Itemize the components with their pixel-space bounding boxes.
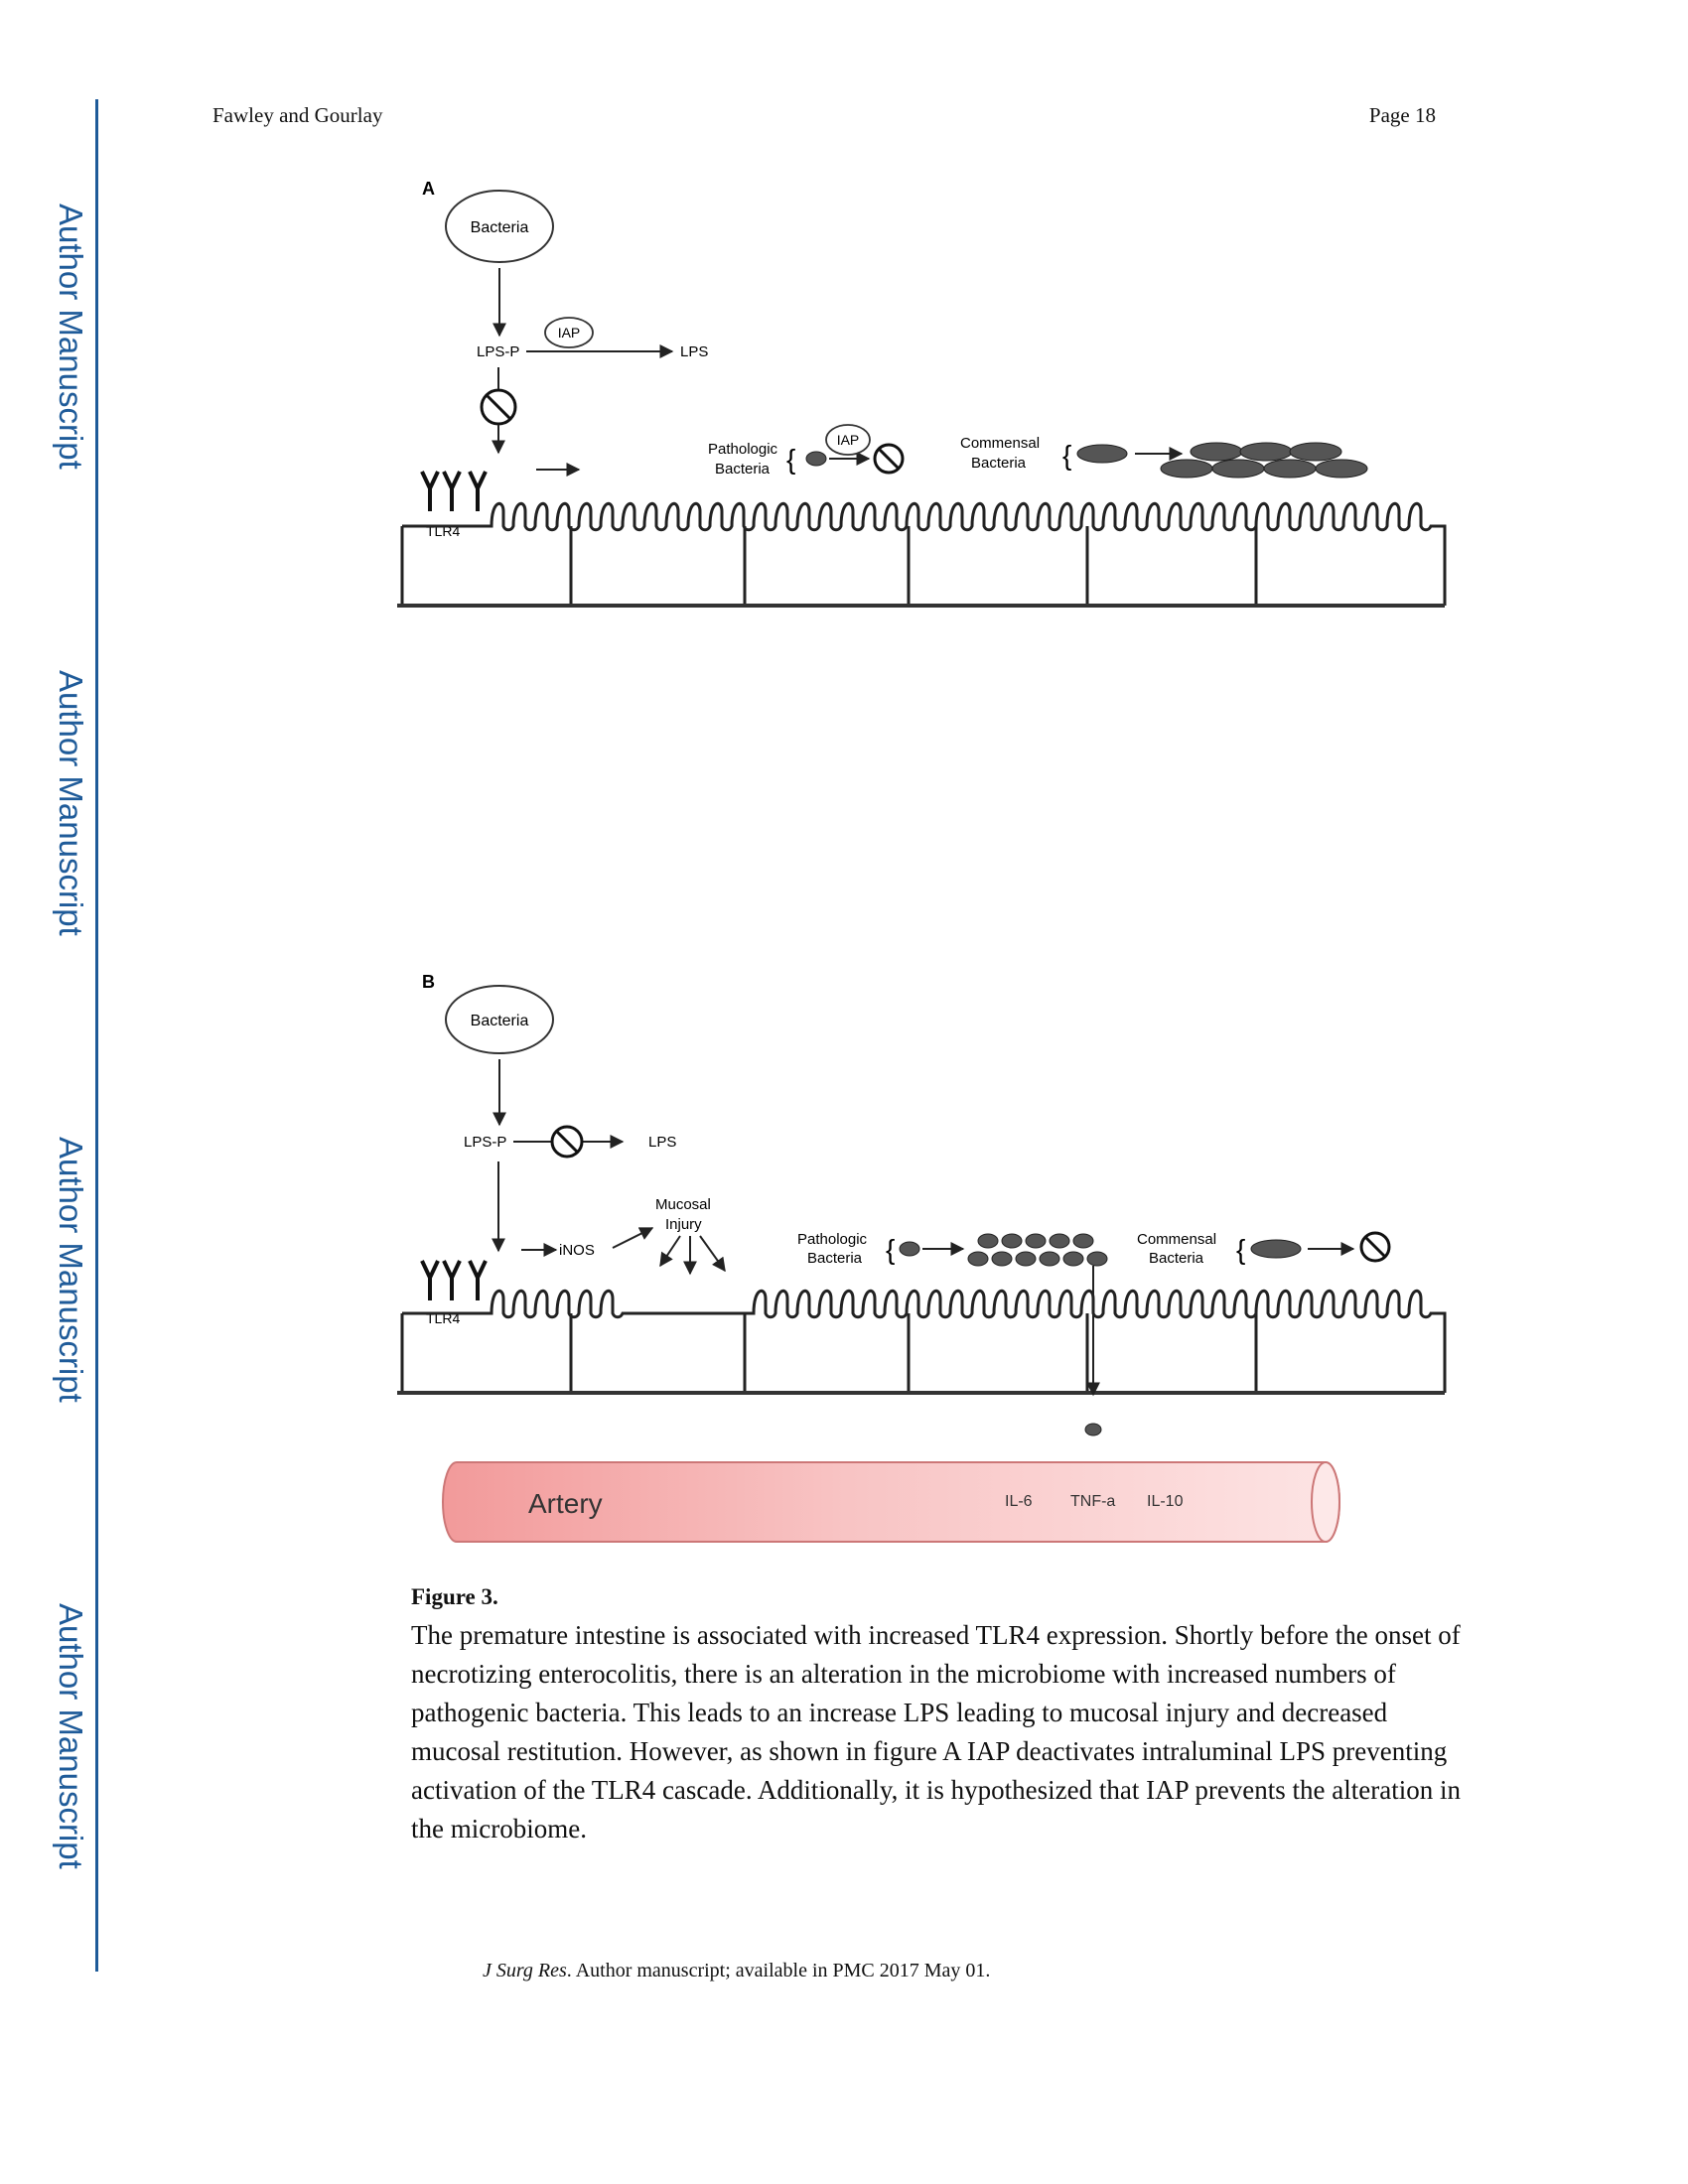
iap-ellipse-2 xyxy=(825,424,871,456)
commensal-label-2: Bacteria xyxy=(971,455,1027,472)
sidebar-rule xyxy=(95,99,98,1972)
artery: Artery IL-6 TNF-a IL-10 xyxy=(442,1461,1340,1543)
commensal-label-1: Commensal xyxy=(960,435,1040,452)
cytokine-tnfa: TNF-a xyxy=(1070,1493,1115,1510)
lps-label-b: LPS xyxy=(648,1134,676,1151)
mucosal-label-1: Mucosal xyxy=(655,1196,711,1213)
inhibit-symbol-b1 xyxy=(550,1125,584,1159)
inhibit-symbol-a1 xyxy=(480,388,517,426)
lps-label: LPS xyxy=(680,343,708,360)
tlr4-receptors-a xyxy=(420,471,488,511)
iap-label-2: IAP xyxy=(837,432,860,448)
epithelium-a xyxy=(397,501,1447,608)
page-number: Page 18 xyxy=(1368,103,1436,127)
bacteria-ellipse xyxy=(445,190,554,263)
inhibit-symbol-a2 xyxy=(873,443,905,475)
bacteria-label-b: Bacteria xyxy=(471,1013,529,1029)
journal-name: J Surg Res xyxy=(483,1960,567,1981)
svg-text:{: { xyxy=(786,444,795,475)
pathologic-label-b2: Bacteria xyxy=(807,1250,863,1267)
iap-ellipse xyxy=(544,317,594,348)
commensal-label-b2: Bacteria xyxy=(1149,1250,1204,1267)
iap-label: IAP xyxy=(558,325,581,341)
tlr4-receptors-b xyxy=(420,1260,488,1300)
author-manuscript-label-4: Author Manuscript xyxy=(53,1603,89,1869)
pathologic-label-2: Bacteria xyxy=(715,461,771,478)
panel-a-label: A xyxy=(422,179,435,199)
mucosal-label-2: Injury xyxy=(665,1216,702,1233)
figure-panel-b: B Bacteria LPS-P LPS iNOS Mucosal Injury… xyxy=(397,972,1447,1436)
panel-b-label: B xyxy=(422,972,435,992)
figure-panel-a: A Bacteria LPS-P IAP LPS Pathologic Bact… xyxy=(397,179,1447,608)
inos-label: iNOS xyxy=(559,1242,595,1259)
caption-text: The premature intestine is associated wi… xyxy=(411,1620,1461,1843)
footer-text: . Author manuscript; available in PMC 20… xyxy=(566,1960,991,1981)
epithelium-b xyxy=(397,1289,1447,1395)
villi-line xyxy=(402,1289,1447,1393)
pathologic-cluster-b xyxy=(967,1233,1108,1267)
commensal-label-b1: Commensal xyxy=(1137,1231,1216,1248)
svg-text:{: { xyxy=(1062,440,1071,471)
author-manuscript-label-3: Author Manuscript xyxy=(53,1137,89,1403)
footer: J Surg Res. Author manuscript; available… xyxy=(483,1960,990,1982)
cytokine-il10: IL-10 xyxy=(1147,1493,1184,1510)
pathologic-label-b1: Pathologic xyxy=(797,1231,868,1248)
bacteria-label: Bacteria xyxy=(471,219,529,236)
bacteria-ellipse-b xyxy=(445,985,554,1054)
lps-p-label: LPS-P xyxy=(477,343,519,360)
cytokine-il6: IL-6 xyxy=(1005,1493,1033,1510)
lps-p-label-b: LPS-P xyxy=(464,1134,506,1151)
inhibit-symbol-b2 xyxy=(1359,1231,1391,1263)
svg-text:{: { xyxy=(886,1234,895,1265)
running-head: Fawley and Gourlay xyxy=(212,103,383,127)
commensal-cluster-a xyxy=(1160,442,1368,478)
artery-label: Artery xyxy=(528,1488,603,1519)
author-manuscript-label-2: Author Manuscript xyxy=(53,670,89,936)
author-manuscript-label-1: Author Manuscript xyxy=(53,204,89,470)
translocated-bacterium xyxy=(1084,1423,1102,1436)
figure-caption: Figure 3. The premature intestine is ass… xyxy=(411,1584,1464,1848)
pathologic-label-1: Pathologic xyxy=(708,441,778,458)
villi-line xyxy=(402,501,1447,606)
figure-label: Figure 3. xyxy=(411,1584,498,1609)
svg-text:{: { xyxy=(1236,1234,1245,1265)
